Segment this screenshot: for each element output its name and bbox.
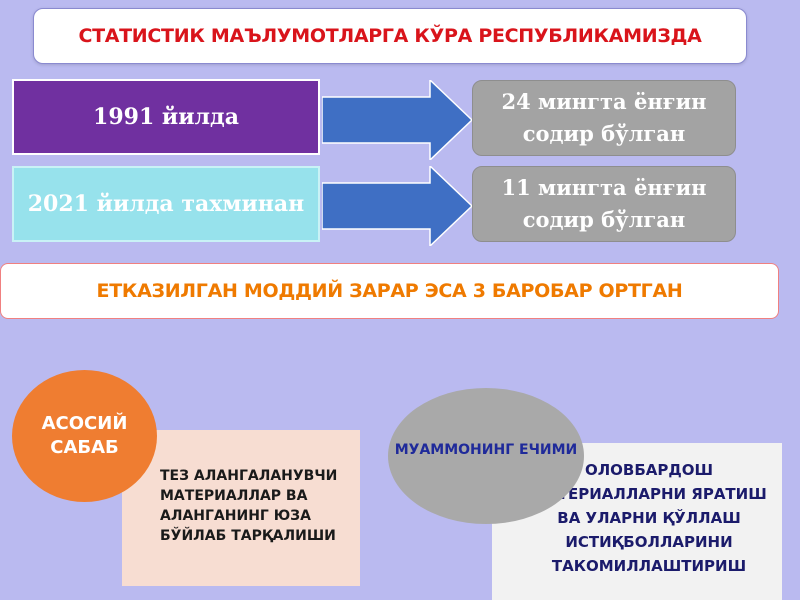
slide-title-text: СТАТИСТИК МАЪЛУМОТЛАРГА КЎРА РЕСПУБЛИКАМ… (78, 25, 702, 47)
year-1991-box: 1991 йилда (12, 79, 320, 155)
cause-panel (122, 430, 360, 586)
solution-circle: МУАММОНИНГ ЕЧИМИ (388, 388, 584, 524)
result-1991-box: 24 мингта ёнғин содир бўлган (472, 80, 736, 156)
result-1991-label: 24 мингта ёнғин содир бўлган (501, 89, 707, 146)
result-2021-label: 11 мингта ёнғин содир бўлган (501, 175, 707, 232)
damage-text: ЕТКАЗИЛГАН МОДДИЙ ЗАРАР ЭСА 3 БАРОБАР ОР… (96, 280, 683, 302)
solution-description: ОЛОВБАРДОШ МАТЕРИАЛЛАРНИ ЯРАТИШ ВА УЛАРН… (531, 461, 767, 575)
year-2021-label: 2021 йилда тахминан (27, 191, 305, 217)
solution-circle-label: МУАММОНИНГ ЕЧИМИ (394, 442, 578, 458)
cause-circle: АСОСИЙ САБАБ (12, 370, 157, 502)
cause-circle-label: АСОСИЙ САБАБ (41, 413, 128, 458)
year-1991-label: 1991 йилда (93, 104, 239, 130)
cause-description: ТЕЗ АЛАНГАЛАНУВЧИ МАТЕРИАЛЛАР ВА АЛАНГАН… (160, 468, 338, 544)
right-arrow-icon (322, 166, 472, 246)
slide-title: СТАТИСТИК МАЪЛУМОТЛАРГА КЎРА РЕСПУБЛИКАМ… (33, 8, 747, 64)
year-2021-box: 2021 йилда тахминан (12, 166, 320, 242)
right-arrow-icon (322, 80, 472, 160)
damage-banner: ЕТКАЗИЛГАН МОДДИЙ ЗАРАР ЭСА 3 БАРОБАР ОР… (0, 263, 779, 319)
result-2021-box: 11 мингта ёнғин содир бўлган (472, 166, 736, 242)
